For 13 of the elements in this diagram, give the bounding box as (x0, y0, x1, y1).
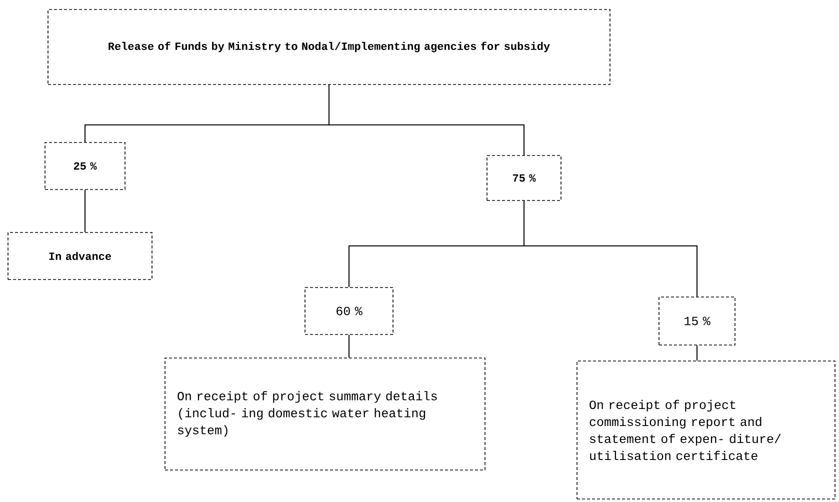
connector-line (348, 334, 350, 358)
process-box: Release of Funds by Ministry to Nodal/Implementing agencies for subsidy (48, 9, 610, 85)
connector-line (328, 84, 524, 156)
process-box: 15 % (658, 296, 736, 346)
process-box: 75 % (486, 155, 562, 201)
process-box: 60 % (304, 287, 394, 335)
process-box: On receipt of project commissioning report and statement of expen- diture/ utilisation certificate (576, 360, 836, 500)
process-box: On receipt of project summary details (includ- ing domestic water heating system) (164, 358, 486, 470)
connector-line (84, 189, 86, 233)
process-box: In advance (8, 232, 152, 280)
process-box: 25 % (44, 142, 126, 190)
connector-line (524, 200, 698, 298)
connector-line (696, 344, 698, 362)
